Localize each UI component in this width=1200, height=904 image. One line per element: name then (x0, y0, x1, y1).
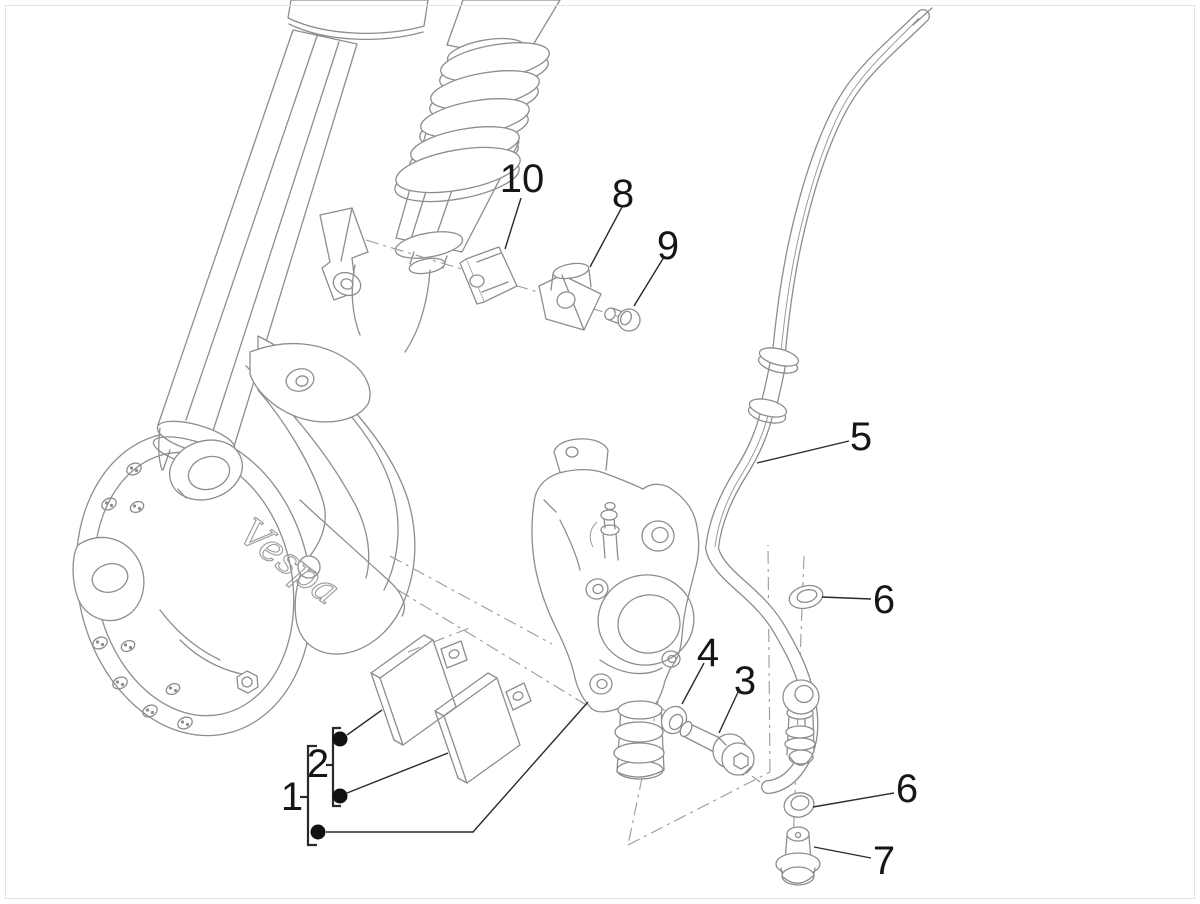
brake-pad-inner (435, 673, 531, 783)
callout-label-4: 4 (696, 631, 720, 675)
callout-label-7: 7 (872, 839, 896, 883)
hose-fitting (747, 344, 801, 426)
fork-hose-bracket (320, 208, 368, 300)
callout-label-5: 5 (849, 415, 873, 459)
callout-label-6-lower: 6 (895, 767, 919, 811)
banjo-bolt (776, 827, 820, 885)
callout-label-10: 10 (499, 157, 545, 201)
callout-label-2: 2 (306, 742, 330, 786)
callout-label-3: 3 (733, 659, 757, 703)
coil-spring (391, 36, 552, 210)
callout-dots (310, 731, 348, 840)
sealing-washer-upper (787, 582, 825, 612)
fork-leg (150, 0, 428, 490)
callout-label-8: 8 (611, 172, 635, 216)
clamp-screw (603, 306, 640, 331)
sealing-washer-lower (782, 790, 816, 820)
brake-caliper (532, 439, 701, 779)
leader-lines (326, 198, 894, 858)
caliper-bolt (678, 720, 754, 775)
callout-label-6-upper: 6 (872, 578, 896, 622)
retaining-clip (460, 247, 517, 304)
front-suspension-spring (391, 0, 560, 276)
callout-label-9: 9 (656, 224, 680, 268)
wheel-hub: Vespa (73, 265, 430, 693)
callout-label-1: 1 (280, 775, 304, 819)
callout-brackets (300, 728, 341, 845)
brake-hose (712, 8, 932, 787)
hose-clamp (539, 261, 601, 330)
bleed-valve (590, 503, 619, 561)
banjo-fitting (783, 680, 819, 765)
